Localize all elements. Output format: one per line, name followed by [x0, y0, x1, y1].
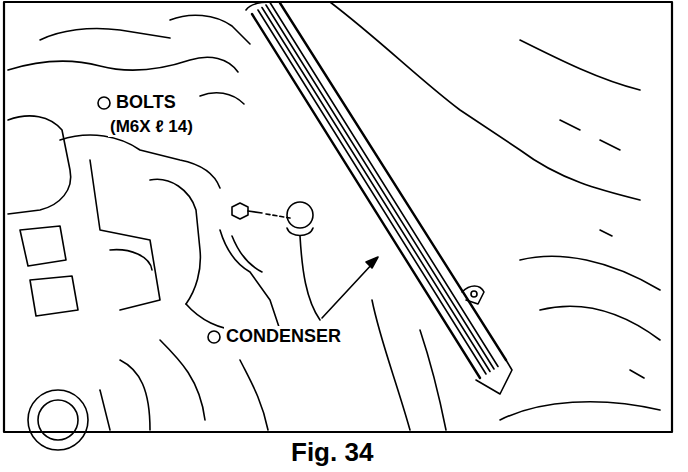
engine-outline	[8, 15, 280, 430]
bolt-size: (M6X ℓ 14)	[108, 117, 195, 137]
body-panel	[330, 2, 660, 430]
figure-frame	[4, 2, 672, 432]
figure-caption: Fig. 34	[289, 438, 375, 468]
part-name: BOLTS	[114, 92, 178, 113]
reservoir-cap	[287, 202, 320, 320]
marker-circles	[98, 97, 220, 343]
leader-line	[322, 257, 378, 318]
radiator-cap	[28, 390, 88, 450]
bolt-symbol	[232, 203, 290, 219]
condenser-bracket	[462, 286, 484, 304]
part-name: CONDENSER	[224, 326, 343, 347]
